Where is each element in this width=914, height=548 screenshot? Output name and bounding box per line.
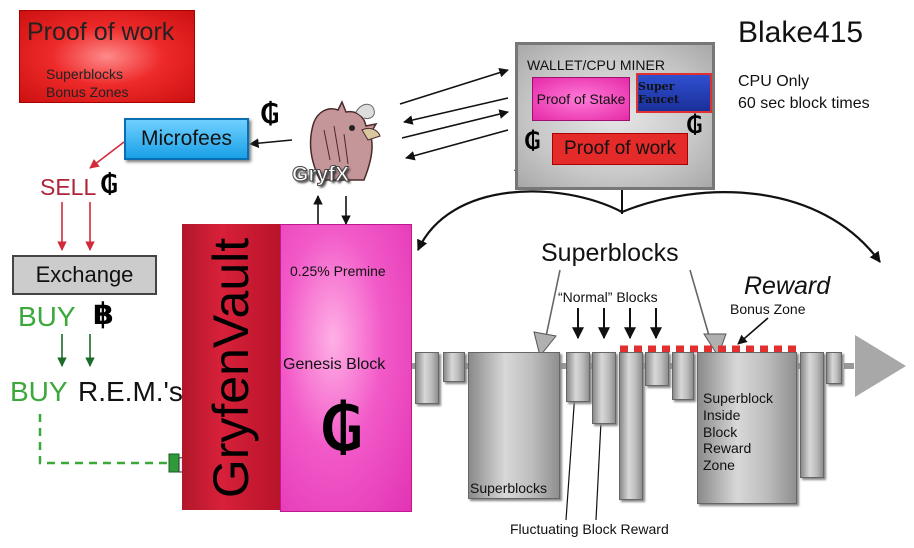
arrow-wallet-to-gryfx-2	[405, 129, 509, 161]
chain-block	[415, 352, 439, 404]
arrow-gryfx-to-wallet-2	[401, 109, 509, 139]
normal-blocks-label: “Normal” Blocks	[558, 289, 658, 305]
buy-label-1: BUY	[18, 301, 76, 332]
arrowhead-superblocks-right	[703, 333, 727, 358]
chain-axis-arrowhead	[855, 335, 906, 397]
arrow-bonus-zone	[737, 317, 769, 345]
chain-block	[826, 352, 842, 384]
premine-label: 0.25% Premine	[290, 263, 386, 279]
wallet-cpu-miner-box: WALLET/CPU MINER Proof of Stake Super Fa…	[515, 42, 715, 190]
arrow-superblocks-right	[689, 269, 713, 347]
coin-icon-top: ₲	[260, 97, 280, 130]
reward-label: Reward	[744, 272, 831, 300]
chain-block	[592, 352, 616, 424]
curve-arrow-left	[417, 190, 623, 251]
proof-of-work-title: Proof of work	[27, 18, 175, 46]
superblock-in-zone	[697, 352, 797, 504]
superblock-inside-line: Zone	[703, 457, 735, 474]
cpu-only-label: CPU Only	[738, 73, 810, 90]
gryfenvault-panel	[182, 224, 280, 510]
coin-icon-wallet-right: ₲	[686, 111, 703, 139]
arrowhead-superblocks-left	[533, 331, 557, 358]
vault-pink-panel	[280, 224, 412, 512]
griffin-mascot-icon	[309, 100, 381, 181]
baht-icon: ฿	[93, 297, 114, 332]
arrow-superblocks-left	[543, 269, 561, 347]
rems-label: R.E.M.'s	[78, 376, 183, 407]
sell-label: SELL	[40, 174, 97, 200]
curve-arrow-right	[621, 191, 881, 263]
bonus-zone-label: Bonus Zone	[730, 301, 806, 317]
block-time-label: 60 sec block times	[738, 95, 870, 112]
proof-of-work-line2: Bonus Zones	[46, 84, 129, 100]
arrow-gryfx-to-wallet-1	[399, 68, 509, 105]
microfees-box: Microfees	[124, 118, 249, 160]
superblocks-heading: Superblocks	[541, 239, 679, 267]
arrow-gryfx-to-microfees	[249, 138, 293, 148]
exchange-box: Exchange	[12, 255, 157, 295]
buy-label-2: BUY	[10, 376, 68, 407]
genesis-block-label: Genesis Block	[283, 356, 386, 373]
coin-icon-vault: ₲	[320, 392, 364, 465]
superblock-inside-line: Inside	[703, 406, 741, 423]
proof-of-stake-box: Proof of Stake	[532, 77, 630, 121]
chain-block	[672, 352, 694, 400]
superblock-inside-text: Superblock Inside Block Reward Zone	[703, 390, 773, 474]
blake415-title: Blake415	[738, 16, 864, 49]
proof-of-work-box: Proof of work Superblocks Bonus Zones	[19, 10, 195, 103]
superblocks-block-label: Superblocks	[470, 480, 548, 496]
chain-block	[566, 352, 590, 402]
coin-icon-sell: ₲	[100, 170, 119, 200]
chain-block	[443, 352, 465, 382]
gryfx-label: GryfX	[291, 163, 350, 186]
gryfenvault-label: GryfenVault	[203, 237, 259, 499]
arrow-wallet-to-gryfx-1	[403, 97, 509, 125]
wallet-proof-of-work-box: Proof of work	[552, 133, 688, 165]
chain-block	[800, 352, 824, 478]
dashed-line-rems-to-vault	[38, 414, 172, 465]
proof-of-work-line1: Superblocks	[46, 66, 124, 82]
chain-block	[619, 352, 643, 500]
superblock-large	[468, 352, 560, 499]
chain-block	[645, 352, 669, 386]
fluctuating-reward-label: Fluctuating Block Reward	[510, 521, 669, 537]
arrow-microfees-to-sell	[89, 141, 125, 169]
superblock-inside-line: Superblock	[703, 390, 774, 406]
wallet-title: WALLET/CPU MINER	[527, 57, 665, 73]
super-faucet-box: Super Faucet	[636, 73, 712, 113]
superblock-inside-line: Reward	[703, 440, 752, 457]
coin-icon-wallet-left: ₲	[524, 127, 541, 155]
superblock-inside-line: Block	[703, 423, 738, 440]
